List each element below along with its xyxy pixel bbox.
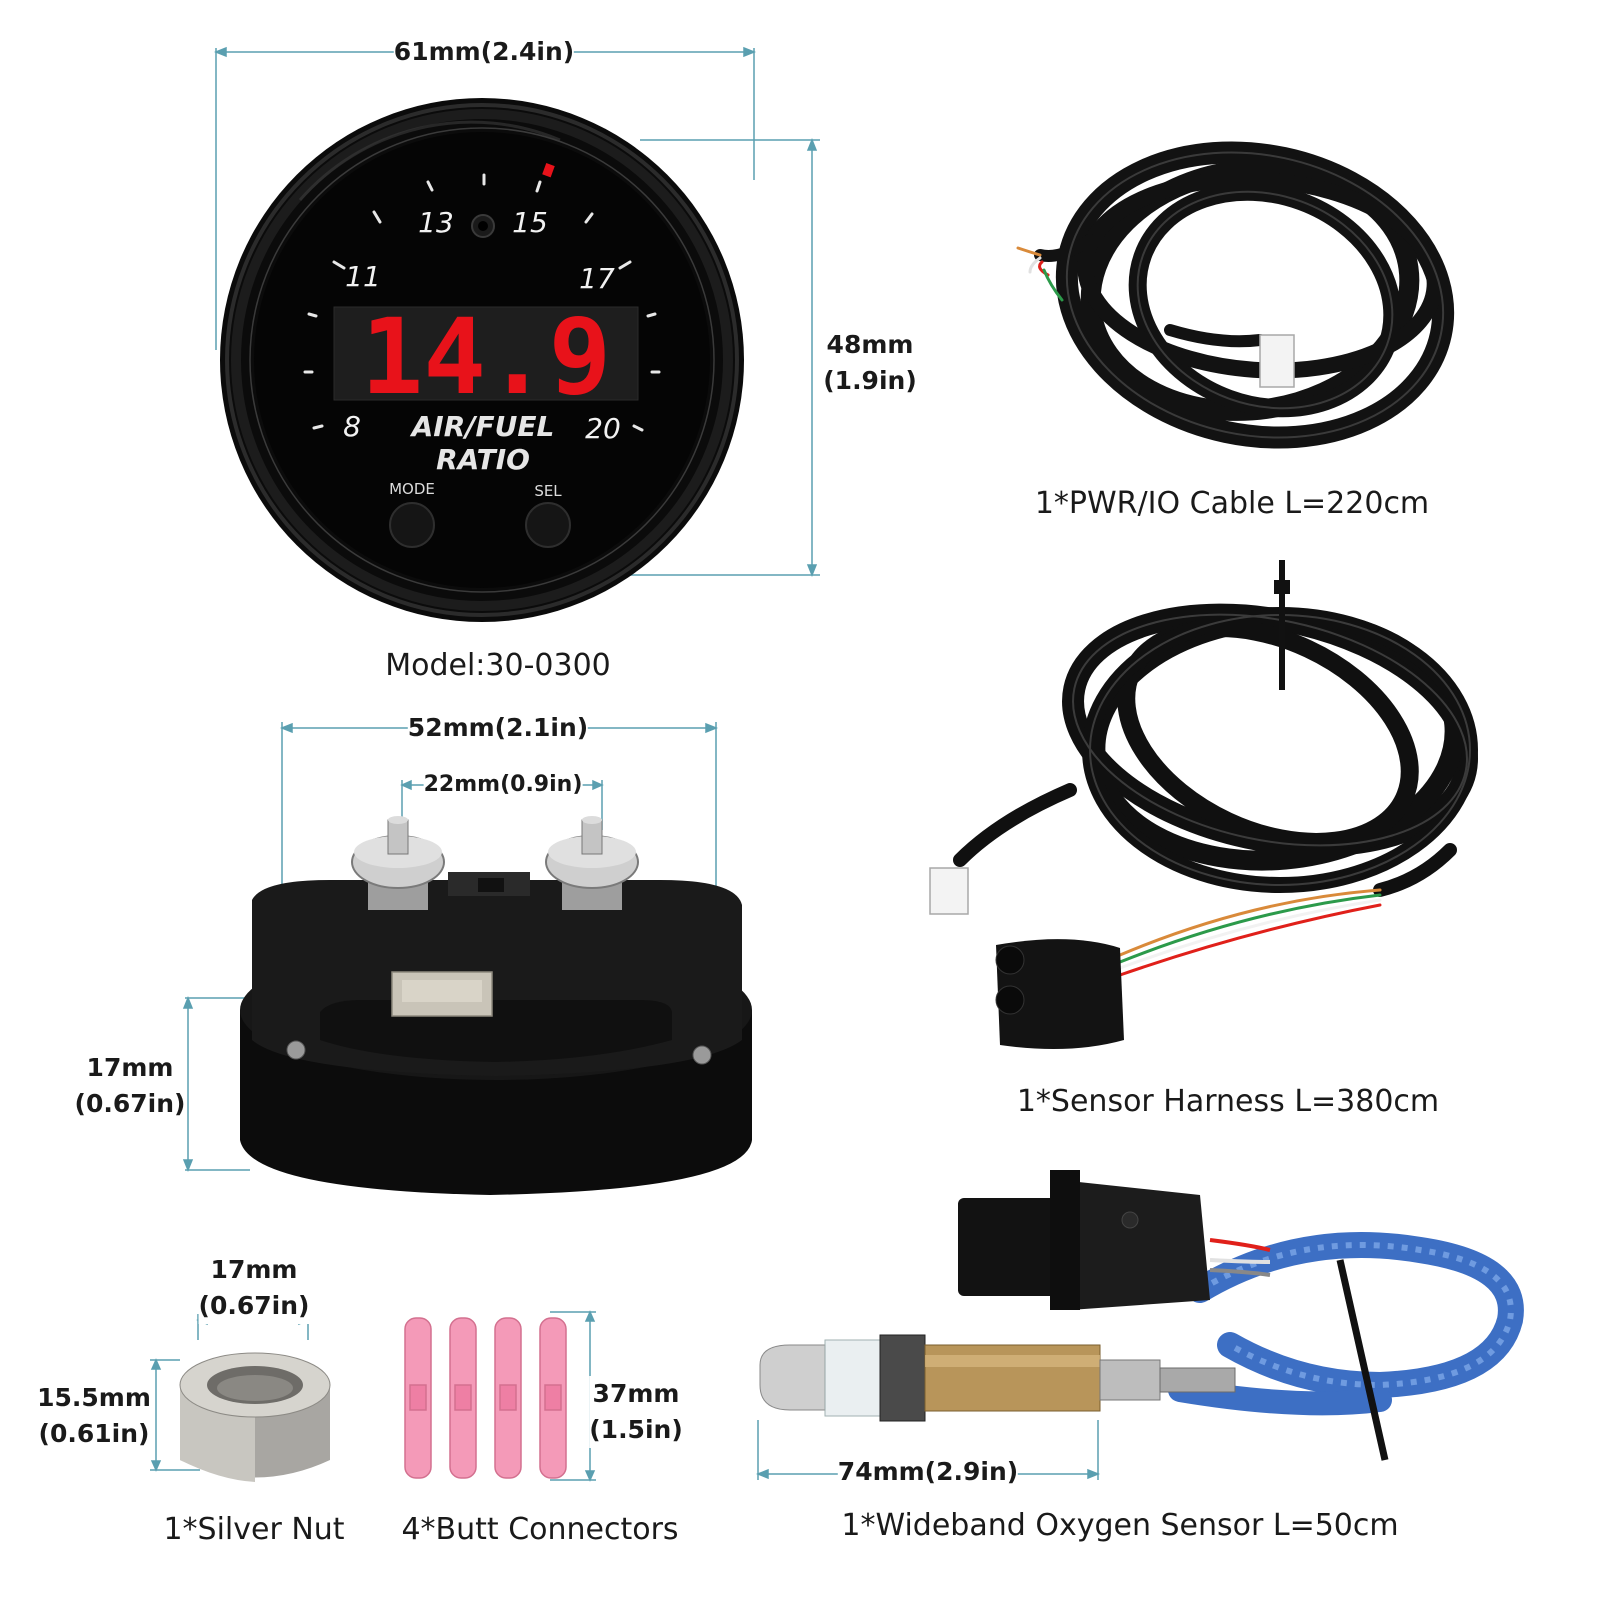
thumb-screw-left xyxy=(351,816,445,910)
nut-height-dimension-line1: 15.5mm xyxy=(37,1383,151,1412)
mount-width-dimension: 52mm(2.1in) xyxy=(407,712,589,744)
sel-button-shape xyxy=(525,502,571,548)
gauge-label-ratio: RATIO xyxy=(436,443,530,476)
nut-height-dimension-line2: (0.61in) xyxy=(38,1419,150,1448)
scale-label-8: 8 xyxy=(343,410,361,443)
scale-label-13: 13 xyxy=(418,206,454,239)
gauge-width-dimension: 61mm(2.4in) xyxy=(393,36,575,68)
pwr-io-connector xyxy=(1259,334,1295,388)
nut-width-dimension-line1: 17mm xyxy=(210,1255,298,1284)
harness-small-connector xyxy=(929,867,969,915)
mode-button-shape xyxy=(389,502,435,548)
pwr-io-wires xyxy=(1016,246,1064,302)
lcd-readout: 14.9 xyxy=(361,296,611,418)
gauge-height-dimension-line1: 48mm xyxy=(826,330,914,359)
scale-label-20: 20 xyxy=(585,412,621,445)
scale-label-17: 17 xyxy=(579,262,615,295)
oxygen-sensor-caption: 1*Wideband Oxygen Sensor L=50cm xyxy=(841,1508,1399,1543)
nut-height-dimension: 15.5mm (0.61in) xyxy=(37,1380,151,1452)
mount-height-dimension-line1: 17mm xyxy=(86,1053,174,1082)
butt-connector-4 xyxy=(539,1317,567,1479)
gauge-tick-marks xyxy=(303,173,661,432)
mount-screw-left xyxy=(286,1040,306,1060)
harness-sensor-plug xyxy=(995,939,1124,1049)
butt-connector-height-dimension: 37mm (1.5in) xyxy=(589,1376,683,1448)
pwr-io-cable-coil xyxy=(1034,141,1455,449)
sel-button-label: SEL xyxy=(534,482,562,500)
nut-width-dimension: 17mm (0.67in) xyxy=(198,1252,310,1324)
sensor-hex-nut xyxy=(879,1334,926,1422)
mount-screw-right xyxy=(692,1045,712,1065)
gauge-model-caption: Model:30-0300 xyxy=(385,648,611,683)
gauge-redline-marker xyxy=(542,162,555,178)
sensor-plug-housing xyxy=(958,1198,1068,1296)
sensor-harness-wires xyxy=(1118,888,1382,977)
butt-connector-1 xyxy=(404,1317,432,1479)
sensor-harness-caption: 1*Sensor Harness L=380cm xyxy=(1016,1084,1440,1119)
cable-tie-sensor xyxy=(1336,1259,1389,1461)
mount-height-dimension-line2: (0.67in) xyxy=(74,1089,186,1118)
gauge-label-air-fuel: AIR/FUEL xyxy=(410,410,555,443)
thumb-screw-right xyxy=(545,816,639,910)
butt-connectors-caption: 4*Butt Connectors xyxy=(401,1512,679,1547)
gauge-display-window xyxy=(333,306,639,401)
butt-connector-3 xyxy=(494,1317,522,1479)
nut-width-dimension-line2: (0.67in) xyxy=(198,1291,310,1320)
afr-gauge xyxy=(220,98,744,622)
butt-connector-height-dimension-line2: (1.5in) xyxy=(589,1415,683,1444)
butt-connectors xyxy=(404,1317,567,1479)
mount-stud-spacing-dimension: 22mm(0.9in) xyxy=(423,771,583,799)
scale-label-15: 15 xyxy=(512,206,548,239)
butt-connector-height-dimension-line1: 37mm xyxy=(592,1379,680,1408)
scale-label-11: 11 xyxy=(345,260,381,293)
butt-connector-2 xyxy=(449,1317,477,1479)
gauge-height-dimension: 48mm (1.9in) xyxy=(823,327,917,399)
pwr-io-cable-caption: 1*PWR/IO Cable L=220cm xyxy=(1034,486,1430,521)
mounting-cup xyxy=(240,816,752,1195)
oxygen-sensor xyxy=(759,1170,1524,1461)
mode-button-label: MODE xyxy=(389,480,435,498)
mount-height-dimension: 17mm (0.67in) xyxy=(74,1050,186,1122)
gauge-height-dimension-line2: (1.9in) xyxy=(823,366,917,395)
oxygen-sensor-length-dimension: 74mm(2.9in) xyxy=(837,1456,1019,1488)
silver-nut-caption: 1*Silver Nut xyxy=(163,1512,345,1547)
sensor-harness-coil xyxy=(953,603,1478,897)
silver-nut xyxy=(179,1352,331,1482)
